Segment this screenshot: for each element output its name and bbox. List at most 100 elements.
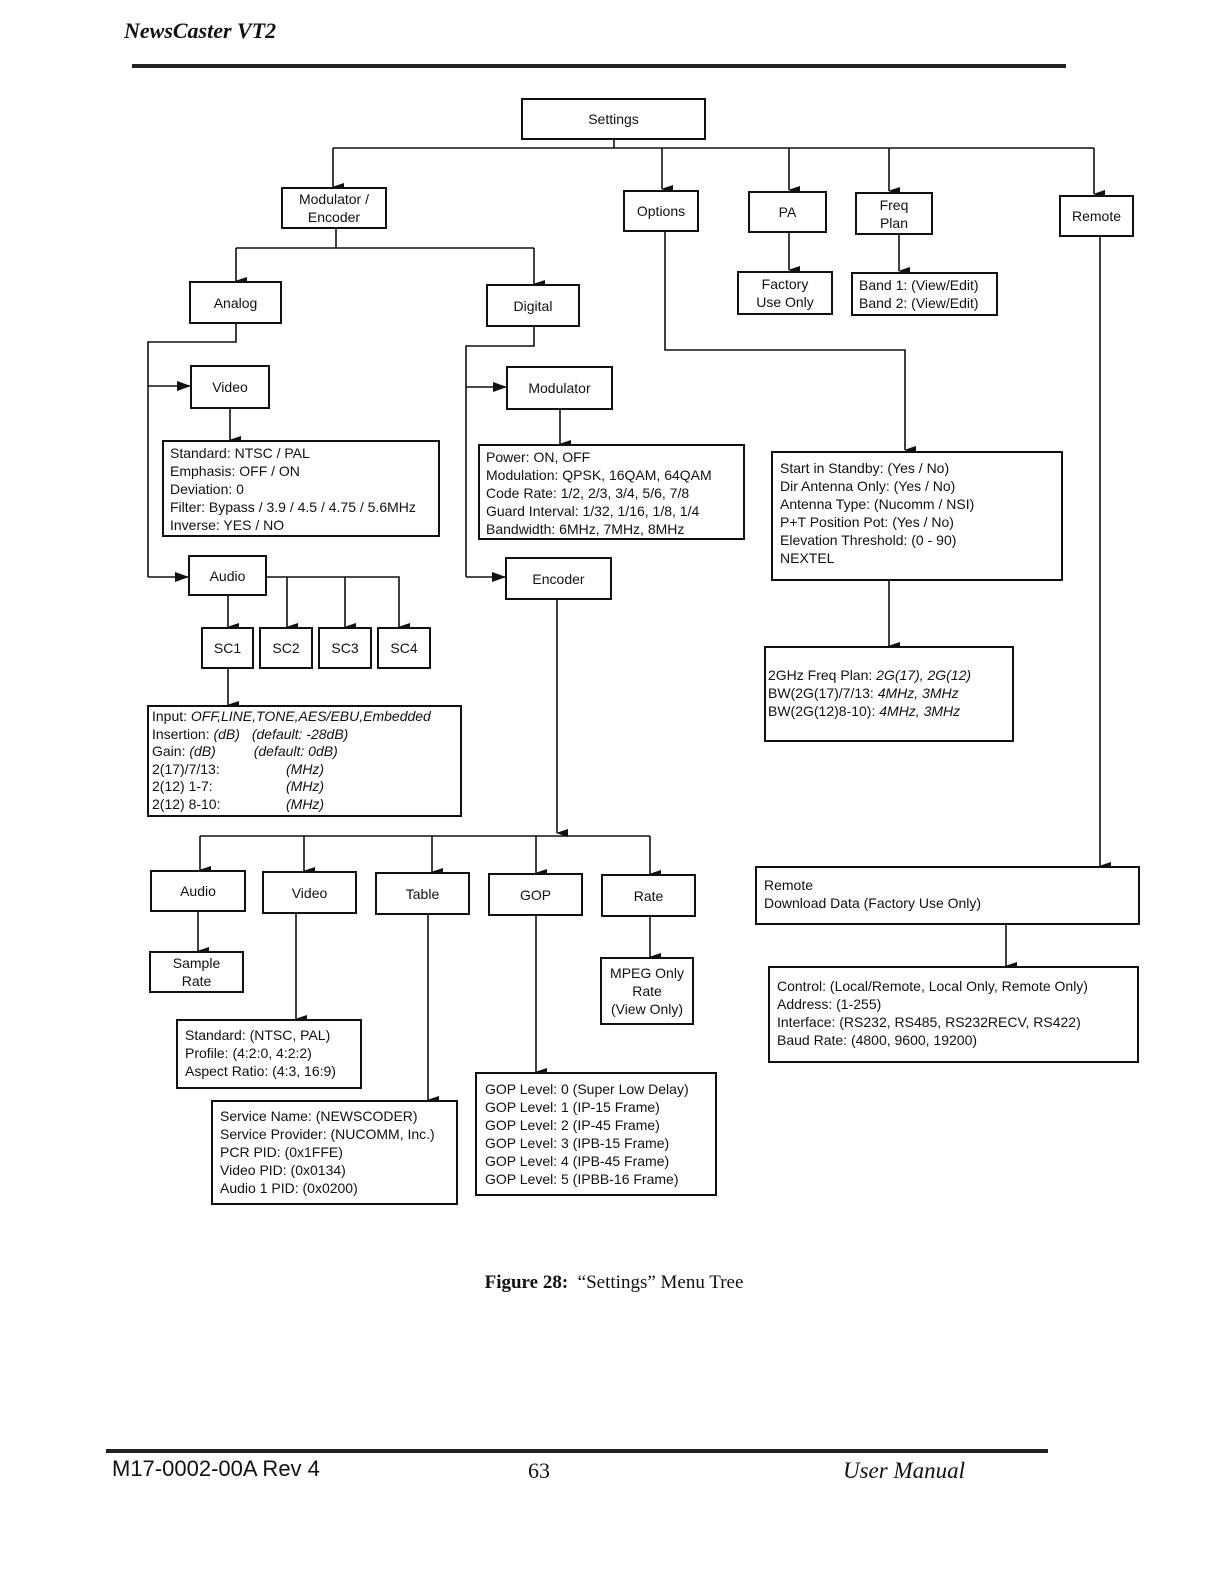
info-line: Modulation: QPSK, 16QAM, 64QAM [486, 467, 712, 483]
audio-sc-info: Input: OFF,LINE,TONE,AES/EBU,Embedded In… [147, 705, 462, 817]
info-line: Start in Standby: (Yes / No) [780, 460, 950, 476]
settings-node: Settings [521, 98, 706, 140]
info-line: Bandwidth: 6MHz, 7MHz, 8MHz [486, 521, 685, 537]
insertion-label: Insertion: [152, 725, 214, 742]
input-value: OFF,LINE,TONE,AES/EBU,Embedded [190, 708, 431, 724]
insertion-unit: (dB) [213, 725, 240, 742]
doc-type: User Manual [843, 1458, 966, 1483]
nextel-label: NEXTEL [780, 550, 835, 566]
encoder-node: Encoder [505, 557, 612, 600]
info-line: GOP Level: 3 (IPB-15 Frame) [485, 1135, 670, 1151]
range2-unit: (MHz) [286, 778, 325, 794]
info-line: GOP Level: 1 (IP-15 Frame) [485, 1099, 660, 1115]
info-line: Aspect Ratio: (4:3, 16:9) [185, 1063, 336, 1079]
analog-video-node: Video [190, 365, 270, 409]
info-line: P+T Position Pot: (Yes / No) [780, 514, 954, 530]
info-line: Antenna Type: (Nucomm / NSI) [780, 496, 975, 512]
pa-node: PA [748, 191, 827, 233]
info-line: GOP Level: 2 (IP-45 Frame) [485, 1117, 660, 1133]
info-line: Deviation: 0 [170, 481, 244, 497]
analog-node: Analog [189, 281, 282, 324]
range2-label: 2(12) 1-7: [152, 778, 213, 794]
encoder-video-node: Video [262, 871, 357, 914]
factory-use-only-node: Factory Use Only [737, 271, 833, 315]
freq-plan-value: 2G(17), 2G(12) [876, 667, 972, 683]
table-node: Table [375, 872, 470, 915]
info-line: Video PID: (0x0134) [220, 1162, 346, 1178]
bw2-label: BW(2G(12)8-10): [768, 703, 880, 719]
info-line: Power: ON, OFF [486, 449, 591, 465]
info-line: Audio 1 PID: (0x0200) [220, 1180, 358, 1196]
info-line: PCR PID: (0x1FFE) [220, 1144, 343, 1160]
insertion-default: (default: -28dB) [251, 725, 349, 742]
gain-label: Gain: [152, 743, 190, 759]
bw1-value: 4MHz, 3MHz [877, 685, 959, 701]
mpeg-only-node: MPEG Only Rate (View Only) [600, 957, 694, 1025]
modulator-encoder-node: Modulator / Encoder [281, 187, 387, 229]
info-line: Service Name: (NEWSCODER) [220, 1108, 418, 1124]
info-line: Band 2: (View/Edit) [859, 295, 979, 311]
gop-info: GOP Level: 0 (Super Low Delay) GOP Level… [475, 1072, 717, 1196]
range3-label: 2(12) 8-10: [152, 795, 221, 812]
modulator-node: Modulator [506, 366, 613, 410]
range1-label: 2(17)/7/13: [152, 760, 220, 777]
options-info: Start in Standby: (Yes / No) Dir Antenna… [771, 451, 1063, 581]
analog-audio-node: Audio [188, 555, 267, 596]
info-line: Filter: Bypass / 3.9 / 4.5 / 4.75 / 5.6M… [170, 499, 416, 515]
sc3-node: SC3 [318, 627, 372, 669]
modulator-info: Power: ON, OFF Modulation: QPSK, 16QAM, … [478, 444, 745, 540]
doc-number: M17-0002-00A Rev 4 [112, 1456, 320, 1481]
info-line: Standard: NTSC / PAL [170, 445, 310, 461]
info-line: Service Provider: (NUCOMM, Inc.) [220, 1126, 435, 1142]
info-line: Download Data (Factory Use Only) [764, 895, 982, 911]
freq-plan-label: 2GHz Freq Plan: [768, 667, 877, 683]
info-line: GOP Level: 4 (IPB-45 Frame) [485, 1153, 670, 1169]
encoder-audio-node: Audio [150, 870, 246, 912]
info-line: Baud Rate: (4800, 9600, 19200) [777, 1032, 978, 1048]
sc1-node: SC1 [201, 627, 254, 669]
header-title: NewsCaster VT2 [124, 18, 277, 43]
info-line: Guard Interval: 1/32, 1/16, 1/8, 1/4 [486, 503, 700, 519]
bw1-label: BW(2G(17)/7/13: [768, 685, 878, 701]
digital-node: Digital [486, 284, 580, 327]
table-info: Service Name: (NEWSCODER) Service Provid… [211, 1100, 458, 1205]
input-label: Input: [152, 708, 191, 724]
info-line: Code Rate: 1/2, 2/3, 3/4, 5/6, 7/8 [486, 485, 690, 501]
info-line: Control: (Local/Remote, Local Only, Remo… [777, 978, 1088, 994]
sc2-node: SC2 [259, 627, 313, 669]
info-line: GOP Level: 5 (IPBB-16 Frame) [485, 1171, 679, 1187]
info-line: Emphasis: OFF / ON [170, 463, 300, 479]
header-rule [132, 64, 1066, 68]
range3-unit: (MHz) [286, 795, 325, 812]
info-line: Standard: (NTSC, PAL) [185, 1027, 331, 1043]
rate-node: Rate [601, 874, 696, 917]
info-line: Elevation Threshold: (0 - 90) [780, 532, 957, 548]
gain-unit: (dB) [189, 743, 216, 759]
sample-rate-node: Sample Rate [149, 951, 244, 993]
options-node: Options [623, 190, 699, 232]
freq-bands-info: Band 1: (View/Edit) Band 2: (View/Edit) [851, 272, 998, 316]
freq-plan-node: Freq Plan [855, 192, 933, 235]
remote-detail-info: Control: (Local/Remote, Local Only, Remo… [768, 966, 1139, 1063]
remote-info: Remote Download Data (Factory Use Only) [755, 866, 1140, 925]
encoder-video-info: Standard: (NTSC, PAL) Profile: (4:2:0, 4… [176, 1019, 362, 1089]
sc4-node: SC4 [377, 627, 431, 669]
page-number: 63 [528, 1458, 550, 1483]
info-line: GOP Level: 0 (Super Low Delay) [485, 1081, 689, 1097]
range1-unit: (MHz) [286, 760, 325, 777]
nextel-info: 2GHz Freq Plan: 2G(17), 2G(12) BW(2G(17)… [764, 646, 1014, 742]
bw2-value: 4MHz, 3MHz [879, 703, 961, 719]
info-line: Profile: (4:2:0, 4:2:2) [185, 1045, 312, 1061]
info-line: Interface: (RS232, RS485, RS232RECV, RS4… [777, 1014, 1081, 1030]
info-line: Band 1: (View/Edit) [859, 277, 979, 293]
figure-caption: Figure 28: “Settings” Menu Tree [0, 1272, 1228, 1294]
figure-title: “Settings” Menu Tree [577, 1272, 744, 1293]
info-line: Address: (1-255) [777, 996, 882, 1012]
info-line: Inverse: YES / NO [170, 517, 285, 533]
info-line: Dir Antenna Only: (Yes / No) [780, 478, 956, 494]
gop-node: GOP [488, 873, 583, 916]
remote-label: Remote [764, 877, 814, 893]
remote-node: Remote [1059, 195, 1134, 237]
figure-number: Figure 28: [484, 1272, 569, 1293]
gain-default: (default: 0dB) [253, 743, 338, 759]
